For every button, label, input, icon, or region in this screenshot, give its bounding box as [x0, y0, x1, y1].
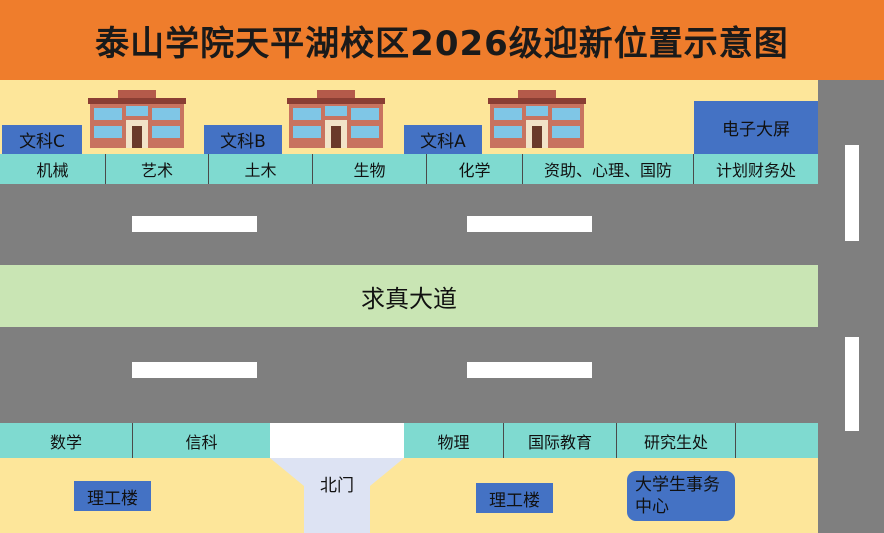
lane-dash-vertical — [845, 145, 859, 241]
zone-shuxue: 数学 — [0, 423, 133, 458]
north-gate-shape — [270, 458, 404, 533]
zone-empty — [736, 423, 818, 458]
north-gate-label: 北门 — [320, 476, 354, 496]
building-icon — [88, 90, 186, 148]
zone-guoji: 国际教育 — [504, 423, 617, 458]
label-student-center: 大学生事务中心 — [627, 471, 735, 521]
lane-dash — [467, 362, 592, 378]
zone-wuli: 物理 — [404, 423, 504, 458]
zone-huaxue: 化学 — [427, 154, 523, 184]
lane-dash — [132, 216, 257, 232]
label-ligong-left: 理工楼 — [74, 481, 151, 511]
building-icon — [287, 90, 385, 148]
zone-yishu: 艺术 — [106, 154, 209, 184]
top-strip: 机械 艺术 土木 生物 化学 资助、心理、国防 计划财务处 — [0, 154, 818, 184]
lane-dash-vertical — [845, 337, 859, 431]
lane-dash — [132, 362, 257, 378]
zone-caiwu: 计划财务处 — [715, 161, 796, 180]
zone-tumu: 土木 — [209, 154, 313, 184]
road-upper — [0, 184, 818, 265]
bottom-left-strip: 数学 信科 — [0, 423, 270, 458]
zone-zizhu: 资助、心理、国防 — [523, 154, 694, 184]
lane-dash — [467, 216, 592, 232]
zone-yanjiusheng: 研究生处 — [617, 423, 736, 458]
zone-xinke: 信科 — [185, 432, 218, 452]
bottom-right-strip: 物理 国际教育 研究生处 — [404, 423, 818, 458]
label-wenke-b: 文科B — [204, 125, 282, 154]
boulevard: 求真大道 — [0, 265, 818, 327]
boulevard-name: 求真大道 — [361, 284, 457, 313]
zone-shengwu: 生物 — [313, 154, 427, 184]
zone-jixie: 机械 — [0, 154, 106, 184]
label-screen: 电子大屏 — [694, 101, 818, 154]
label-ligong-right: 理工楼 — [476, 483, 553, 513]
label-wenke-c: 文科C — [2, 125, 82, 154]
page-title: 泰山学院天平湖校区2026级迎新位置示意图 — [0, 0, 884, 80]
label-wenke-a: 文科A — [404, 125, 482, 154]
building-icon — [488, 90, 586, 148]
road-lower — [0, 327, 818, 423]
